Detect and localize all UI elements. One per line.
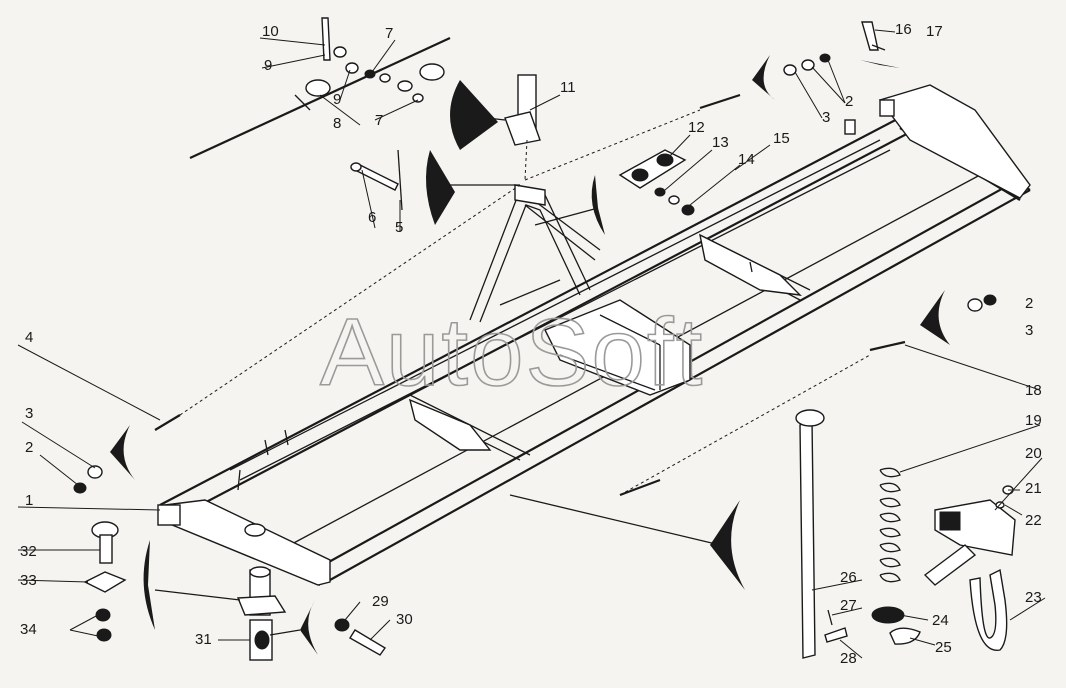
callout-23: 23 xyxy=(1025,589,1042,606)
callout-2: 2 xyxy=(25,439,33,456)
callout-6: 6 xyxy=(368,209,376,226)
bolt-plate-nuts xyxy=(83,521,127,642)
bracket-assembly xyxy=(236,566,287,661)
vertical-post-assembly xyxy=(504,74,541,181)
clamp-assembly xyxy=(923,485,1016,586)
callout-26: 26 xyxy=(840,569,857,586)
washers xyxy=(73,294,997,494)
callout-24: 24 xyxy=(932,612,949,629)
callout-3-right: 3 xyxy=(1025,322,1033,339)
callout-labels: 1 2 3 4 5 6 7 7 8 9 9 10 11 12 13 14 15 … xyxy=(20,21,1042,667)
callout-5: 5 xyxy=(395,219,403,236)
callout-8: 8 xyxy=(333,115,341,132)
bolt-nut-assembly xyxy=(334,618,387,656)
callout-15: 15 xyxy=(773,130,790,147)
callout-27: 27 xyxy=(840,597,857,614)
callout-18: 18 xyxy=(1025,382,1042,399)
callout-12: 12 xyxy=(688,119,705,136)
callout-14: 14 xyxy=(738,151,755,168)
long-rods xyxy=(154,93,906,497)
link-plate-assembly xyxy=(618,149,695,216)
callout-11: 11 xyxy=(560,79,576,96)
main-frame xyxy=(157,84,1031,587)
callout-17: 17 xyxy=(926,23,943,40)
callout-22: 22 xyxy=(1025,512,1042,529)
spring xyxy=(871,467,905,624)
callout-9-upper: 9 xyxy=(264,57,272,74)
callout-31: 31 xyxy=(195,631,212,648)
callout-1: 1 xyxy=(25,492,33,509)
vertical-bar xyxy=(795,409,825,659)
callout-13: 13 xyxy=(712,134,729,151)
callout-16: 16 xyxy=(895,21,912,38)
small-pins xyxy=(824,609,921,645)
watermark-text: AutoSoft xyxy=(320,299,704,406)
callout-21: 21 xyxy=(1025,480,1042,497)
callout-7-top: 7 xyxy=(385,25,393,42)
callout-20: 20 xyxy=(1025,445,1042,462)
callout-28: 28 xyxy=(840,650,857,667)
callout-29: 29 xyxy=(372,593,389,610)
callout-10: 10 xyxy=(262,23,279,40)
turnbuckle-rod-assembly xyxy=(189,17,451,159)
callout-3: 3 xyxy=(25,405,33,422)
callout-25: 25 xyxy=(935,639,952,656)
leader-lines xyxy=(17,29,1046,659)
pin-and-clip xyxy=(350,149,403,211)
callout-33: 33 xyxy=(20,572,37,589)
u-bolt xyxy=(969,568,1008,651)
callout-34: 34 xyxy=(20,621,37,638)
callout-3-right-top: 3 xyxy=(822,109,830,126)
callout-4: 4 xyxy=(25,329,33,346)
bolt-assembly-top xyxy=(783,21,886,76)
callout-32: 32 xyxy=(20,543,37,560)
callout-7-bottom: 7 xyxy=(375,112,383,129)
callout-30: 30 xyxy=(396,611,413,628)
callout-2-right: 2 xyxy=(1025,295,1033,312)
callout-2-right-top: 2 xyxy=(845,93,853,110)
pointer-fans xyxy=(110,55,950,655)
callout-9-lower: 9 xyxy=(333,91,341,108)
callout-19: 19 xyxy=(1025,412,1042,429)
